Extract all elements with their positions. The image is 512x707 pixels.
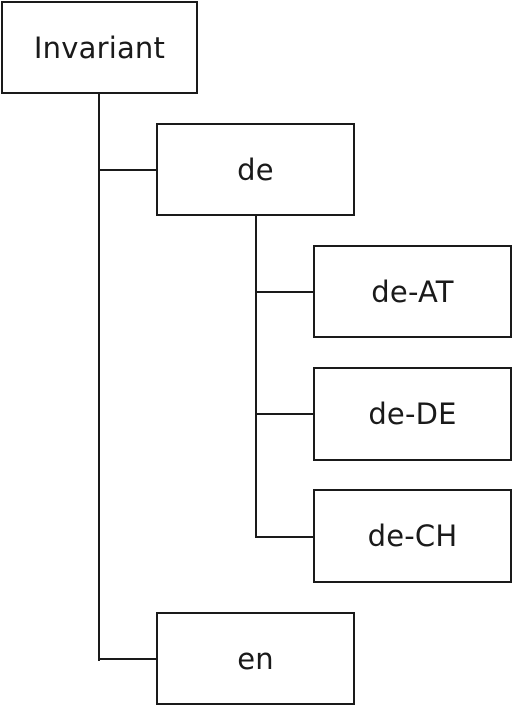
- root-trunk-line: [98, 94, 100, 661]
- en-branch-line: [98, 658, 156, 660]
- de-at-label: de-AT: [371, 274, 454, 309]
- de-at-node: de-AT: [313, 245, 512, 338]
- de-de-label: de-DE: [368, 397, 457, 431]
- invariant-node: Invariant: [1, 1, 198, 94]
- de-at-branch-line: [255, 291, 313, 293]
- de-label: de: [237, 152, 274, 187]
- de-ch-label: de-CH: [367, 519, 458, 553]
- en-label: en: [237, 641, 274, 676]
- de-de-node: de-DE: [313, 367, 512, 461]
- de-trunk-line: [255, 216, 257, 538]
- de-de-branch-line: [255, 413, 313, 415]
- de-ch-node: de-CH: [313, 489, 512, 583]
- de-node: de: [156, 123, 355, 216]
- invariant-label: Invariant: [33, 30, 166, 65]
- en-node: en: [156, 612, 355, 705]
- de-ch-branch-line: [255, 536, 313, 538]
- de-branch-line: [98, 169, 156, 171]
